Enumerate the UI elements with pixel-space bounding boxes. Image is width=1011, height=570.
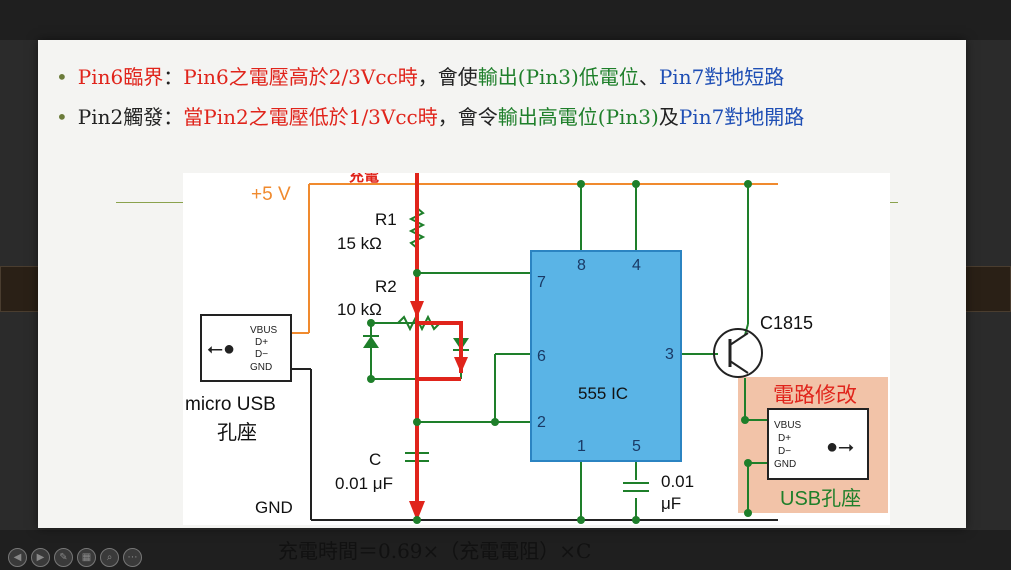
pin-label: 4 [632, 257, 641, 274]
bullet-text: 當Pin2之電壓低於1/3Vcc時 [183, 105, 438, 129]
usb-icon: ●⭢ [826, 436, 854, 458]
r2-name: R2 [375, 277, 397, 296]
bullet-text: ： [163, 105, 184, 129]
bullet-dot: • [56, 105, 68, 129]
ic-555-body [530, 250, 682, 462]
bullet-pin2: • Pin2觸發：當Pin2之電壓低於1/3Vcc時，會令輸出高電位(Pin3)及… [56, 106, 956, 128]
usb-pin-label: D+ [778, 433, 791, 444]
usb-pin-label: VBUS [250, 325, 278, 336]
divider-left [116, 202, 184, 203]
slideshow-controls: ◀ ▶ ✎ ▦ ⌕ ⋯ [8, 548, 142, 567]
micro-usb-box [200, 314, 292, 382]
bullet-list: •Pin6臨界：Pin6之電壓高於2/3Vcc時，會使輸出(Pin3)低電位、P… [56, 66, 956, 146]
gnd-label: GND [255, 498, 293, 517]
micro-usb-label: 孔座 [217, 421, 257, 444]
pin-label: 6 [537, 348, 546, 365]
bullet-text: 及 [658, 105, 679, 129]
r1-value: 15 kΩ [337, 234, 382, 253]
c-name: C [369, 450, 381, 469]
bullet-text: Pin6之電壓高於2/3Vcc時 [183, 65, 418, 89]
c2-unit: μF [661, 494, 681, 513]
bullet-text: Pin7對地短路 [658, 65, 785, 89]
micro-usb-label: micro USB [185, 394, 276, 415]
bullet-dot: • [56, 65, 68, 89]
bullet-text: ，會令 [437, 105, 498, 129]
r1-name: R1 [375, 210, 397, 229]
c-value: 0.01 μF [335, 474, 393, 493]
grid-icon[interactable]: ▦ [77, 548, 96, 567]
usb-pin-label: D− [778, 446, 791, 457]
bullet-pin6: • Pin6臨界：Pin6之電壓高於2/3Vcc時，會使輸出(Pin3)低電位、P… [56, 66, 956, 88]
usb-pin-label: D+ [255, 337, 268, 348]
usb-socket-label: USB孔座 [780, 487, 861, 510]
c2-value: 0.01 [661, 472, 694, 491]
bullet-text: ，會使 [417, 65, 478, 89]
modification-label: 電路修改 [773, 384, 857, 407]
next-icon[interactable]: ▶ [31, 548, 50, 567]
divider-right [890, 202, 898, 203]
bottom-frame [0, 530, 1011, 570]
pin-label: 7 [537, 274, 546, 291]
bullet-text: Pin2觸發 [77, 105, 164, 129]
more-icon[interactable]: ⋯ [123, 548, 142, 567]
bullet-text: 輸出高電位(Pin3) [497, 105, 659, 129]
bullet-text: 輸出(Pin3)低電位 [477, 65, 639, 89]
charge-path [415, 173, 463, 508]
transistor-label: C1815 [760, 313, 813, 333]
usb-pin-label: GND [774, 459, 796, 470]
capacitor-c2 [623, 482, 649, 492]
pin-label: 1 [577, 438, 586, 455]
pin-label: 3 [665, 346, 674, 363]
r2-value: 10 kΩ [337, 300, 382, 319]
charge-arrow-right [454, 357, 468, 373]
prev-icon[interactable]: ◀ [8, 548, 27, 567]
usb-pin-label: GND [250, 362, 272, 373]
vcc-rail [290, 183, 778, 334]
transistor-emitter [729, 360, 749, 374]
top-frame [0, 0, 1011, 40]
usb-socket-box [767, 408, 869, 480]
bullet-text: ： [163, 65, 184, 89]
pin-label: 8 [577, 257, 586, 274]
usb-pin-label: D− [255, 349, 268, 360]
bullet-text: 、 [638, 65, 659, 89]
charge-arrow-head [409, 501, 425, 521]
charge-label: 充電 [349, 173, 379, 185]
transistor-body [713, 328, 763, 378]
bullet-text: Pin7對地開路 [678, 105, 805, 129]
pin-label: 2 [537, 414, 546, 431]
ground-rail [290, 368, 778, 521]
charge-arrow-mid [410, 301, 424, 318]
junction-dots [367, 180, 752, 524]
usb-pin-label: VBUS [774, 420, 802, 431]
pin-label: 5 [632, 438, 641, 455]
pen-icon[interactable]: ✎ [54, 548, 73, 567]
diode-left [363, 336, 379, 348]
vcc-label: +5 V [251, 184, 291, 205]
ic-label: 555 IC [578, 384, 628, 403]
circuit-svg: 555 IC 7 8 4 6 3 2 1 5 C1815 ⭠● VBUS D+ … [185, 167, 888, 524]
formula-text: 充電時間＝0.69×（充電電阻）×C [278, 539, 592, 563]
zoom-icon[interactable]: ⌕ [100, 548, 119, 567]
bullet-text: Pin6臨界 [77, 65, 164, 89]
transistor-collector [729, 332, 749, 346]
circuit-diagram: 555 IC 7 8 4 6 3 2 1 5 C1815 ⭠● VBUS D+ … [183, 167, 890, 525]
usb-icon: ⭠● [207, 338, 235, 360]
